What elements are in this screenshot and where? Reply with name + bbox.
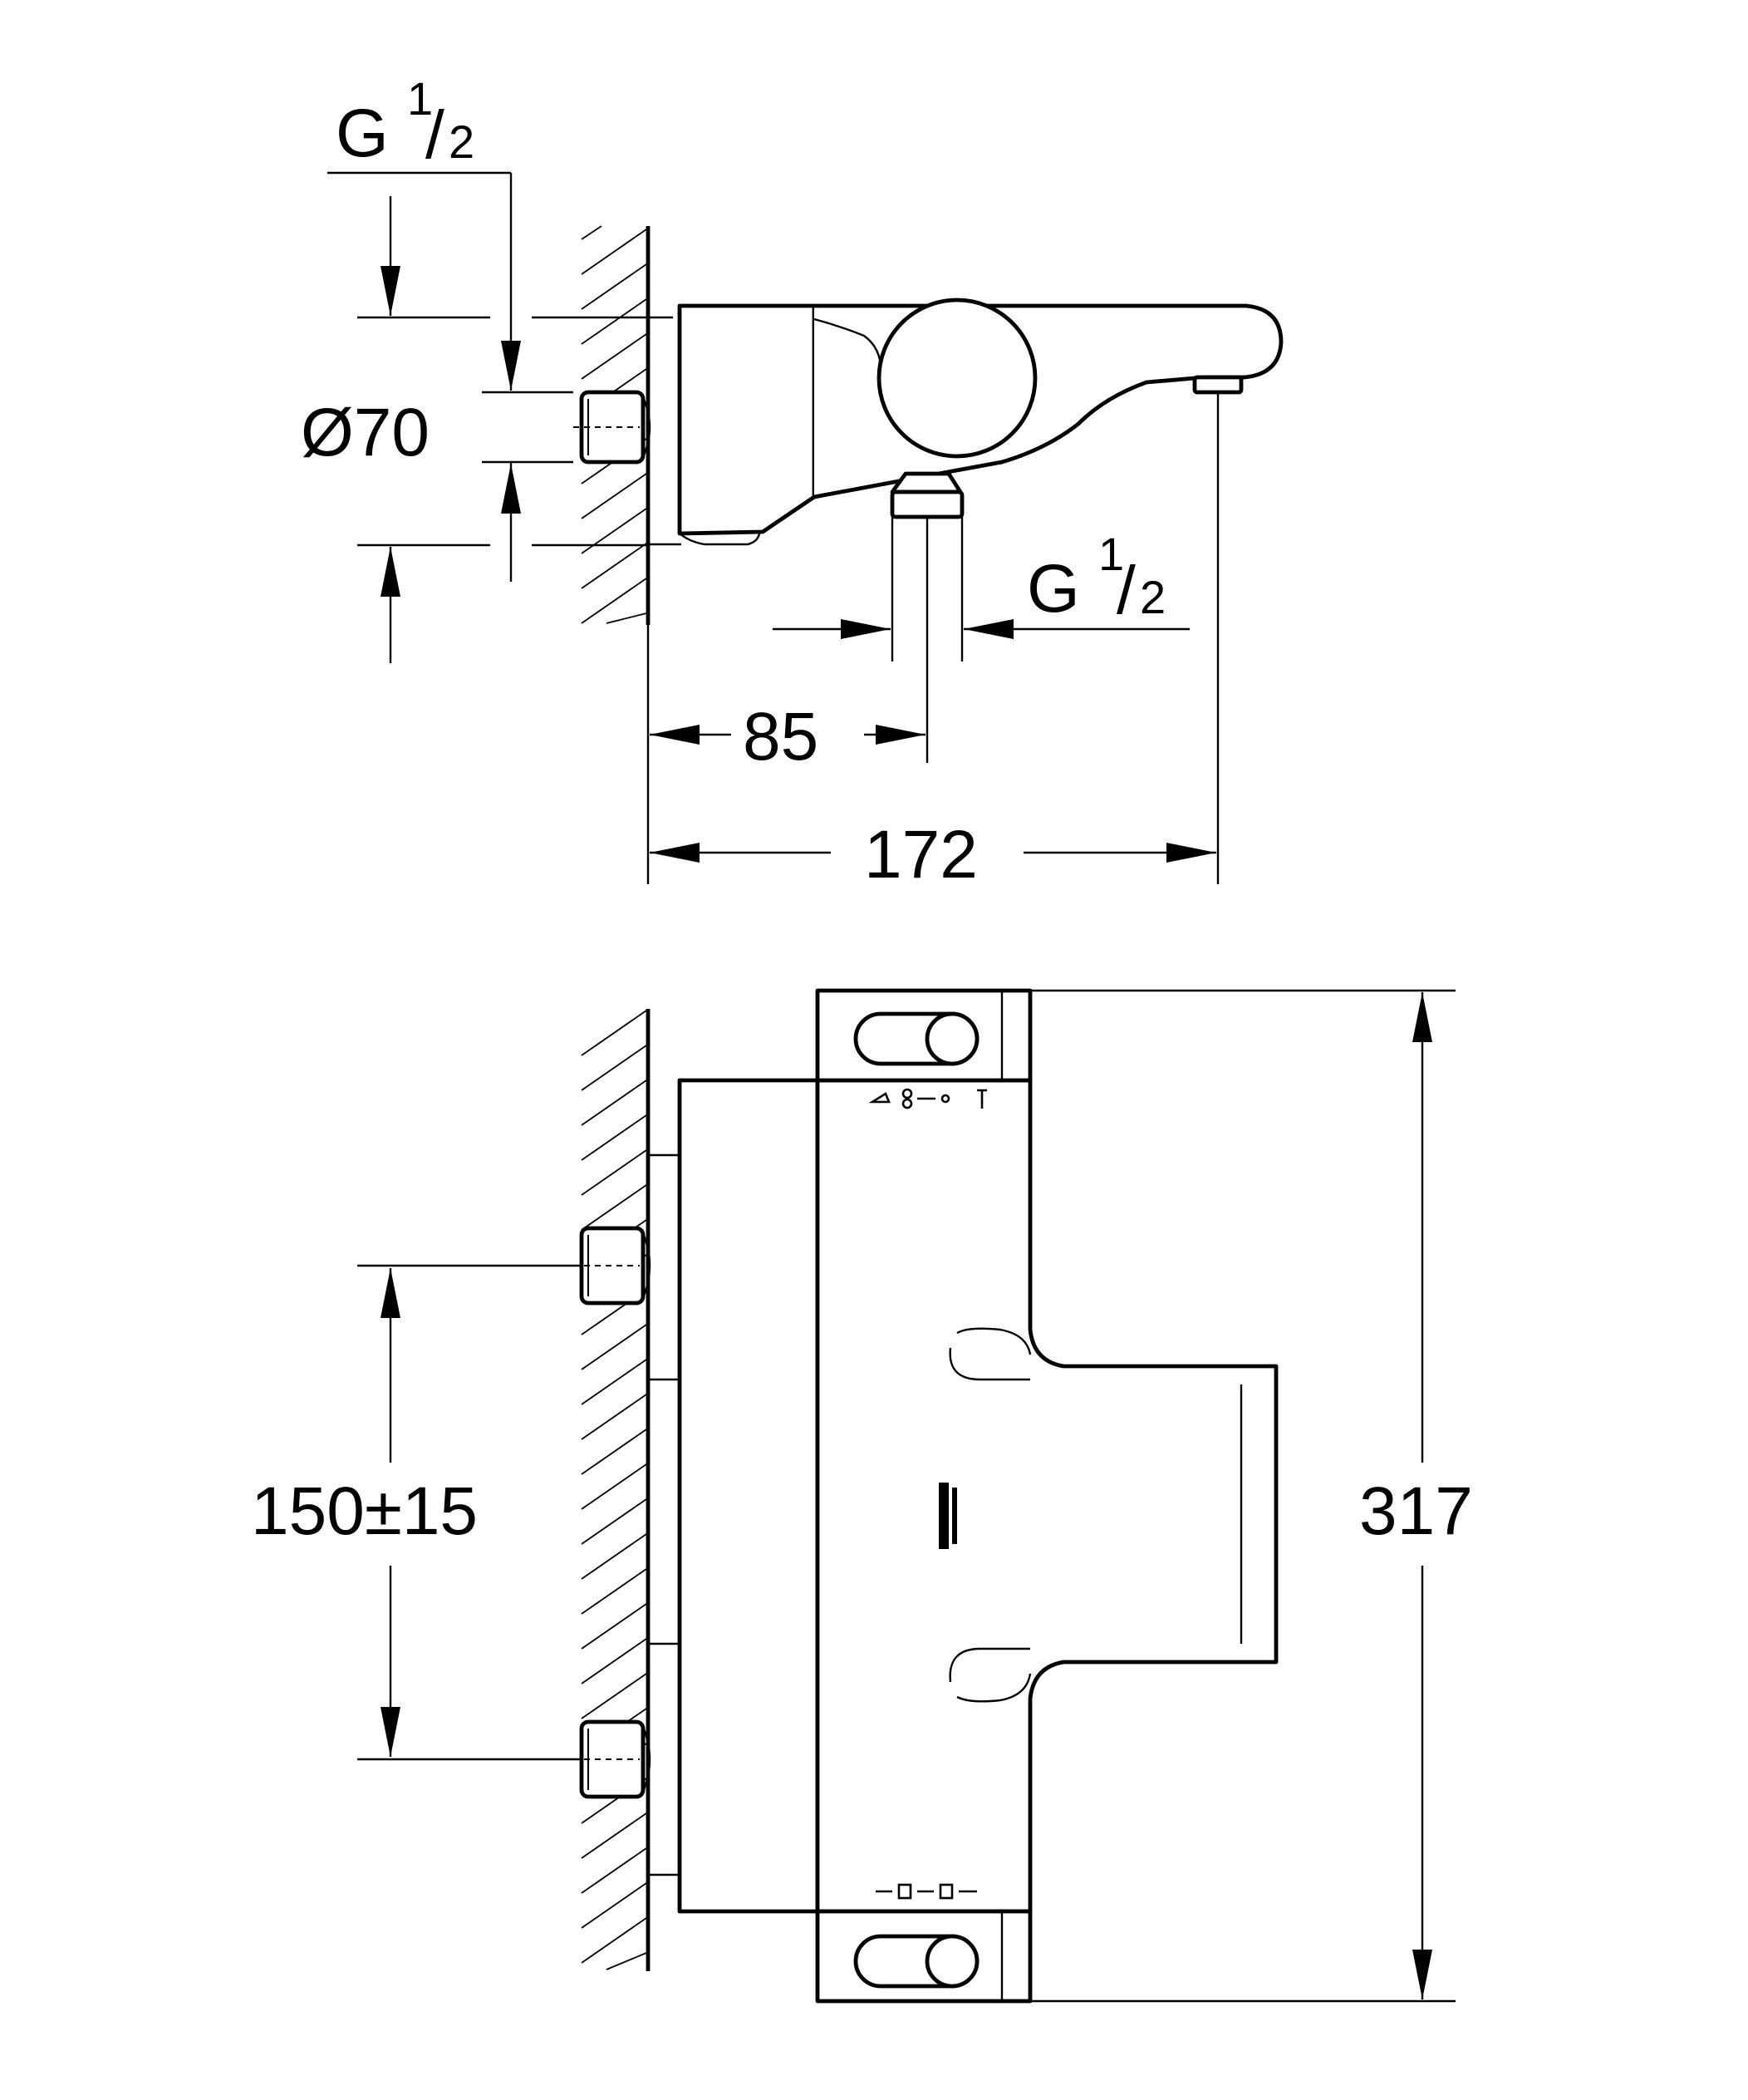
- label-thread-outlet-slash: /: [1117, 553, 1136, 628]
- dim-depth: [650, 392, 1220, 884]
- front-view: 150±15 317: [251, 988, 1473, 2004]
- outlet-connection: [890, 471, 965, 519]
- label-thread-top-num: 1: [407, 72, 433, 125]
- label-thread-outlet-num: 1: [1098, 528, 1124, 580]
- dim-thread-top: [327, 171, 673, 663]
- dim-thread-outlet: [773, 517, 1190, 763]
- mixer-body-rear: [648, 1078, 820, 1914]
- label-centres: 150±15: [251, 1473, 478, 1549]
- label-thread-top: G: [336, 96, 389, 171]
- temperature-symbol-icon: [876, 1883, 977, 1900]
- wall-connection-bottom: [573, 1719, 651, 1799]
- label-diameter: Ø70: [301, 395, 430, 470]
- label-thread-outlet: G: [1027, 551, 1080, 627]
- wall-connection: [573, 390, 651, 465]
- dim-centres: [357, 1264, 582, 1761]
- temperature-handle: [815, 1909, 1033, 2004]
- grohe-logo-icon: [939, 1483, 957, 1549]
- flow-symbol-icon: [868, 1088, 987, 1109]
- wall-hatch-icon: [581, 1009, 651, 1971]
- label-outlet-distance: 85: [743, 699, 818, 775]
- label-height: 317: [1359, 1473, 1473, 1549]
- label-thread-outlet-den: 2: [1140, 571, 1166, 623]
- side-view: G 1 / 2 Ø70 G 1 / 2 85: [301, 72, 1284, 893]
- dim-height: [1032, 989, 1456, 2003]
- wall-connection-top: [573, 1226, 651, 1306]
- label-thread-top-slash: /: [425, 97, 444, 173]
- mixer-body-front: [815, 1078, 1279, 1914]
- label-thread-top-den: 2: [449, 116, 474, 168]
- label-depth: 172: [864, 817, 978, 893]
- flow-handle: [815, 988, 1033, 1083]
- dim-outlet-distance: [646, 625, 926, 884]
- temperature-handle: [876, 298, 1038, 459]
